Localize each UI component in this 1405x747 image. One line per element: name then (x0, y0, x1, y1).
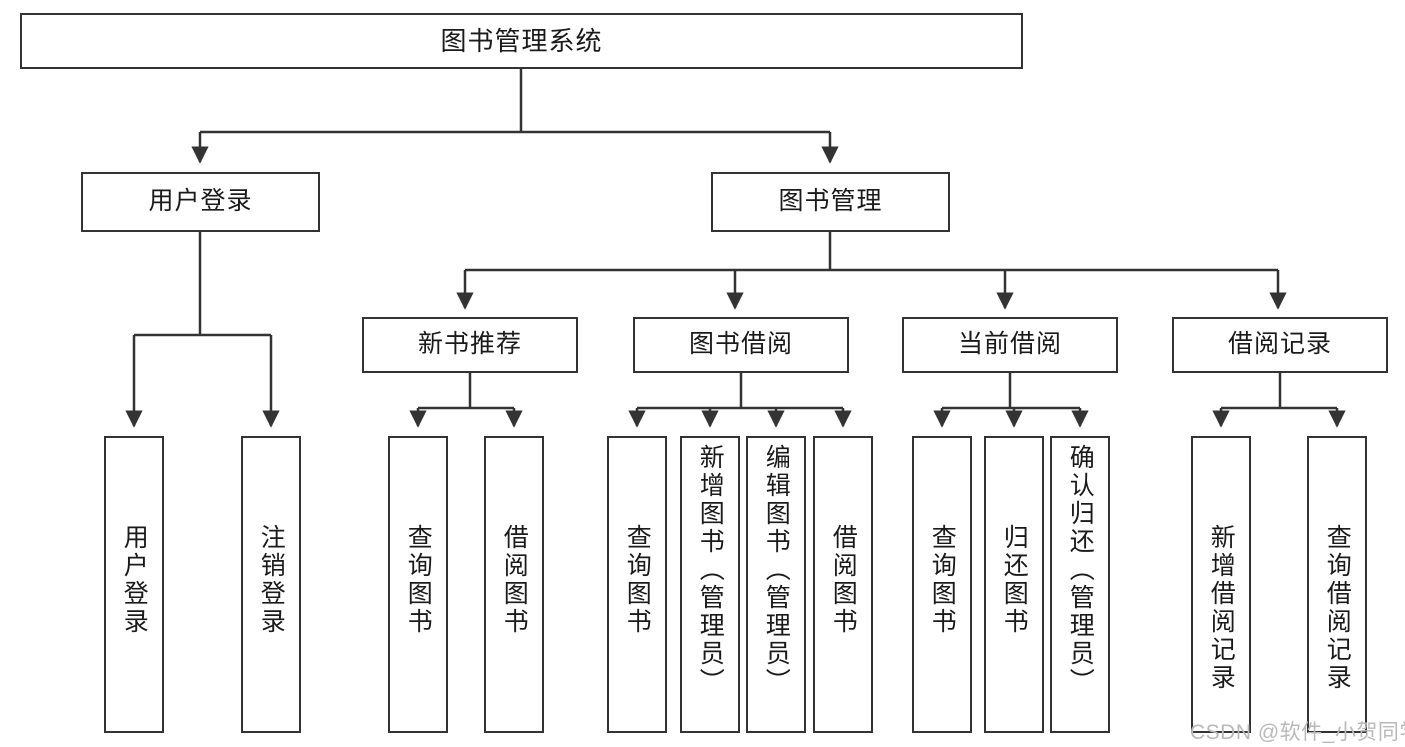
leaf-return-book[interactable]: 归还图书 (984, 436, 1044, 733)
leaf-query-borrow-record[interactable]: 查询借阅记录 (1307, 436, 1367, 733)
node-label: 借阅图书 (829, 524, 858, 636)
node-label: 新书推荐 (417, 330, 522, 359)
leaf-logout[interactable]: 注销登录 (241, 436, 301, 733)
node-label: 图书管理 (778, 187, 883, 216)
node-label: 新增图书（管理员） (696, 444, 725, 696)
node-label: 用户登录 (148, 187, 253, 216)
leaf-borrow-book-recommend[interactable]: 借阅图书 (484, 436, 544, 733)
leaf-query-book-current[interactable]: 查询图书 (912, 436, 972, 733)
node-label: 确认归还（管理员） (1066, 444, 1095, 696)
node-label: 图书管理系统 (440, 25, 603, 56)
leaf-query-book-borrow[interactable]: 查询图书 (607, 436, 667, 733)
node-label: 查询图书 (928, 524, 957, 636)
watermark: CSDN @软件_小贺同学 (1190, 721, 1405, 744)
leaf-add-book-admin[interactable]: 新增图书（管理员） (680, 436, 740, 733)
node-label: 新增借阅记录 (1207, 524, 1236, 692)
node-label: 图书借阅 (688, 330, 793, 359)
node-label: 借阅图书 (500, 524, 529, 636)
node-book-borrow[interactable]: 图书借阅 (633, 317, 849, 373)
leaf-edit-book-admin[interactable]: 编辑图书（管理员） (746, 436, 806, 733)
leaf-confirm-return-admin[interactable]: 确认归还（管理员） (1050, 436, 1110, 733)
node-label: 归还图书 (1000, 524, 1029, 636)
node-new-book-recommend[interactable]: 新书推荐 (362, 317, 578, 373)
node-label: 编辑图书（管理员） (762, 444, 791, 696)
node-label: 当前借阅 (957, 330, 1062, 359)
node-root-system[interactable]: 图书管理系统 (20, 13, 1023, 69)
node-current-borrow[interactable]: 当前借阅 (902, 317, 1118, 373)
node-label: 查询借阅记录 (1323, 524, 1352, 692)
node-borrow-records[interactable]: 借阅记录 (1172, 317, 1388, 373)
node-label: 用户登录 (120, 524, 149, 636)
node-label: 借阅记录 (1227, 330, 1332, 359)
leaf-borrow-book[interactable]: 借阅图书 (813, 436, 873, 733)
node-label: 注销登录 (257, 524, 286, 636)
node-label: 查询图书 (404, 524, 433, 636)
leaf-query-book-recommend[interactable]: 查询图书 (388, 436, 448, 733)
leaf-add-borrow-record[interactable]: 新增借阅记录 (1191, 436, 1251, 733)
leaf-user-login[interactable]: 用户登录 (104, 436, 164, 733)
node-user-login[interactable]: 用户登录 (81, 172, 320, 232)
node-book-management[interactable]: 图书管理 (711, 172, 950, 232)
node-label: 查询图书 (623, 524, 652, 636)
